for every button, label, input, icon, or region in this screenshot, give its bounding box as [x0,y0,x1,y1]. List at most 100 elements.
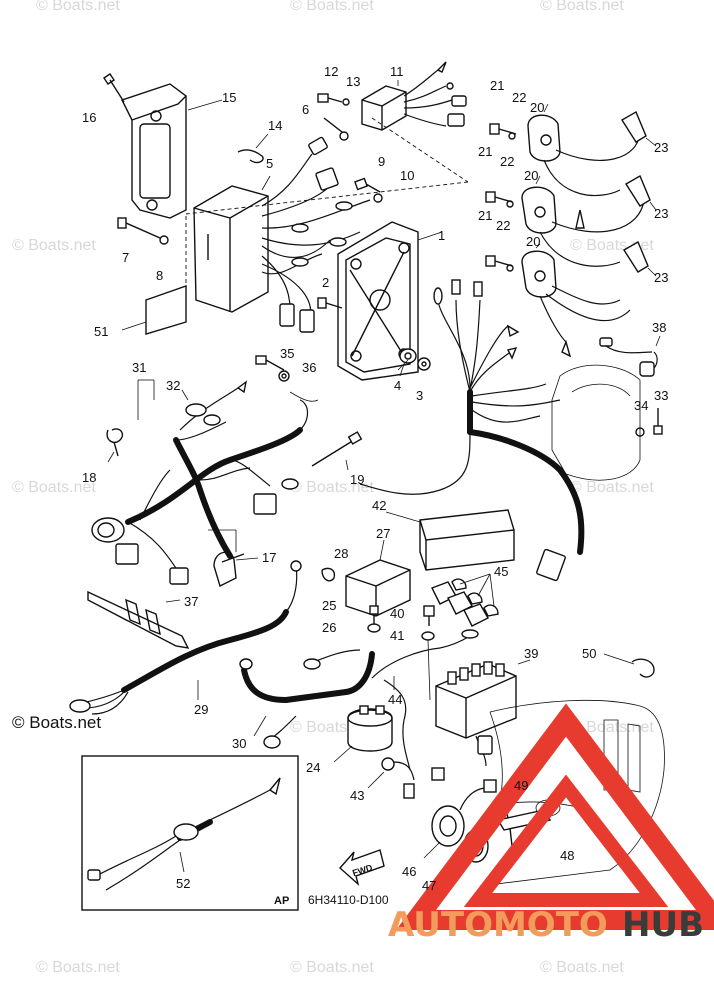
forward-arrow [339,849,385,887]
collar-3 [417,357,431,371]
cdi-unit [193,175,271,313]
starter-relay-24 [333,705,393,763]
callout-40: 40 [390,606,404,621]
screws-35-36 [255,355,290,382]
screws-upper [317,93,383,203]
callout-47: 47 [422,878,436,893]
callout-19: 19 [350,472,364,487]
callout-14: 14 [268,118,282,133]
fuse-caps-45 [431,573,499,627]
watermark-layer: © Boats.net © Boats.net © Boats.net © Bo… [12,0,654,976]
callout-36: 36 [302,360,316,375]
callout-21-top: 21 [490,78,504,93]
boats-watermark: © Boats.net [12,713,101,732]
watermark-text: © Boats.net [12,479,96,496]
callout-31: 31 [132,360,146,375]
callout-labels: 1 2 3 4 5 6 7 8 9 10 11 12 13 14 15 16 1… [82,64,668,893]
callout-8: 8 [156,268,163,283]
clamp-17 [208,529,259,587]
relay-assembly-39 [435,659,531,767]
callout-16: 16 [82,110,96,125]
watermark-text: © Boats.net [36,0,120,14]
bolt-40 [423,605,435,626]
callout-49: 49 [514,778,528,793]
logo-triangle-outer [396,703,714,930]
callout-23-top: 23 [654,140,668,155]
inset-box [81,755,299,911]
callout-41: 41 [390,628,404,643]
watermark-text: © Boats.net [290,0,374,14]
callout-3: 3 [416,388,423,403]
screw-16 [103,73,125,103]
callout-43: 43 [350,788,364,803]
relay-cover-27 [345,539,411,617]
grommet-4 [399,348,417,377]
battery-lead-29 [69,560,302,715]
callout-24: 24 [306,760,320,775]
watermark-text: © Boats.net [540,959,624,976]
mounting-plate [337,221,443,381]
wire-44 [371,629,479,771]
callout-21-middle: 21 [478,144,492,159]
callout-22-bottom: 22 [496,218,510,233]
automotohub-logo: AUTOMOTO HUB [388,703,714,945]
callout-29: 29 [194,702,208,717]
callout-46: 46 [402,864,416,879]
washer-34 [635,427,645,437]
bracket-37 [87,590,190,649]
watermark-text: © Boats.net [36,959,120,976]
screw-2 [317,297,343,309]
wire-clip-14 [237,133,269,164]
callout-4: 4 [394,378,401,393]
callout-23-bottom: 23 [654,270,668,285]
watermark-text: © Boats.net [290,959,374,976]
callout-20-top: 20 [530,100,544,115]
diagram-code: 6H34110-D100 [308,893,389,907]
callout-52: 52 [176,876,190,891]
callout-34: 34 [634,398,648,413]
callout-30: 30 [232,736,246,751]
screw-33 [653,408,663,435]
callout-28: 28 [334,546,348,561]
callout-39: 39 [524,646,538,661]
callout-12: 12 [324,64,338,79]
brand-part2: HUB [622,905,704,945]
callout-13: 13 [346,74,360,89]
fuse-holder-42 [385,509,515,571]
screw-7 [117,217,169,245]
callout-20-middle: 20 [524,168,538,183]
ground-lead-43 [367,757,445,799]
cdi-wiring [261,136,371,333]
cable-tie-19 [311,431,363,471]
inset-label: AP [274,895,289,907]
callout-7: 7 [122,250,129,265]
engine-outline [551,364,641,481]
callout-15: 15 [222,90,236,105]
main-wire-harness [359,279,585,582]
watermark-text: © Boats.net [570,719,654,736]
plug-caps [621,110,657,277]
logo-triangle-inner [463,774,669,907]
callout-35: 35 [280,346,294,361]
ignition-coil-top [527,103,641,229]
watermark-text: © Boats.net [570,479,654,496]
callout-10: 10 [400,168,414,183]
thermo-sensor-38 [599,335,661,377]
clip-50 [603,653,655,678]
callout-51: 51 [94,324,108,339]
callout-2: 2 [322,275,329,290]
washer-41 [421,631,435,641]
callout-22-top: 22 [512,90,526,105]
clip-28 [321,567,336,582]
callout-44: 44 [388,692,402,707]
wire-harness-31 [91,379,319,585]
callout-38: 38 [652,320,666,335]
callout-25: 25 [322,598,336,613]
callout-32: 32 [166,378,180,393]
watermark-text: © Boats.net [12,237,96,254]
callout-48: 48 [560,848,574,863]
ignition-coil-middle [521,175,645,267]
callout-50: 50 [582,646,596,661]
brand-part1: AUTOMOTO [388,905,608,945]
